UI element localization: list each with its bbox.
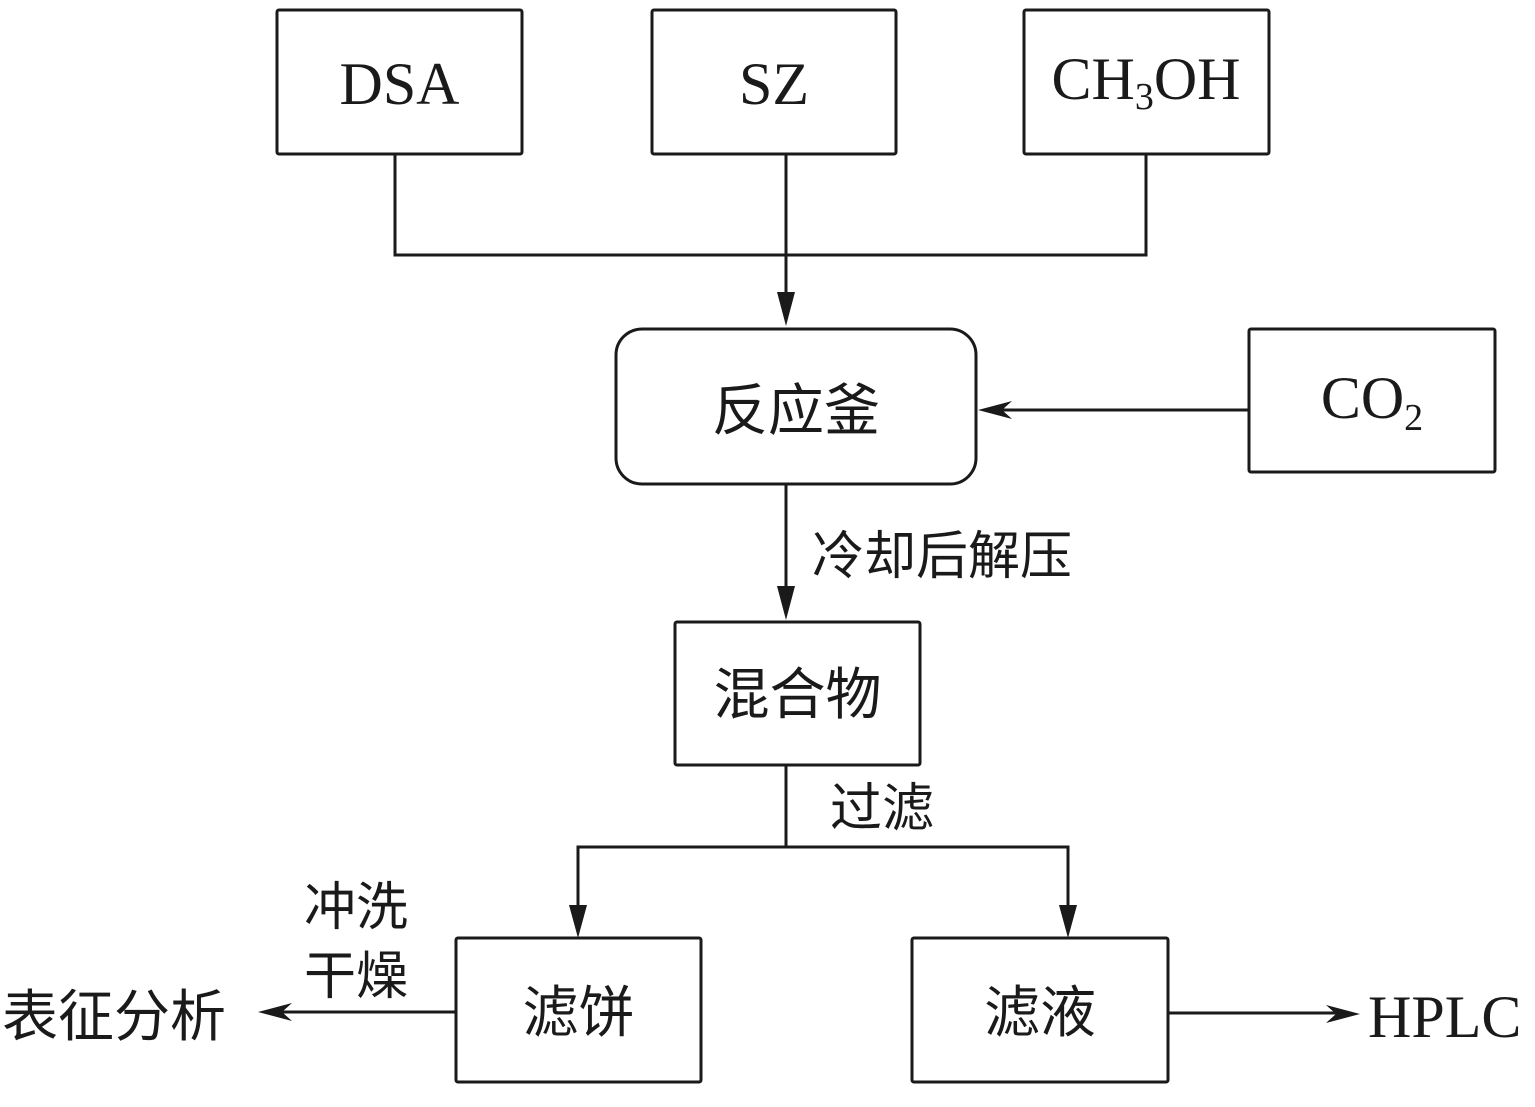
edge-filtrate-to-hplc: [1168, 1005, 1360, 1023]
node-characterization-label: 表征分析: [2, 985, 226, 1050]
edge-cake-to-characterization: 冲洗 干燥: [258, 878, 456, 1021]
edge-co2-to-reactor: [978, 401, 1249, 419]
node-sz: SZ: [650, 8, 898, 156]
edge-label-wash: 冲洗: [304, 878, 408, 938]
node-dsa: DSA: [275, 8, 524, 156]
node-filter-cake-label: 滤饼: [523, 981, 635, 1046]
node-co2-label: CO2: [1321, 365, 1423, 439]
node-methanol: CH3OH: [1022, 8, 1271, 156]
arrowhead-left-icon: [978, 401, 1012, 419]
node-sz-label: SZ: [739, 51, 809, 117]
arrowhead-down-icon: [569, 905, 587, 938]
edge-filtration-split: 过滤: [569, 765, 1077, 938]
node-mixture: 混合物: [673, 620, 922, 767]
edge-label-dry: 干燥: [304, 947, 408, 1007]
node-reactor-label: 反应釜: [712, 379, 880, 444]
node-filtrate-label: 滤液: [984, 981, 1096, 1046]
node-mixture-label: 混合物: [714, 663, 882, 728]
arrowhead-down-icon: [1059, 905, 1077, 938]
node-filter-cake: 滤饼: [454, 936, 703, 1084]
arrowhead-down-icon: [777, 586, 795, 620]
node-filtrate: 滤液: [910, 936, 1170, 1084]
arrowhead-right-icon: [1326, 1005, 1360, 1023]
merge-connector: [393, 154, 1148, 326]
edge-label-filtration: 过滤: [830, 779, 934, 839]
arrowhead-down-icon: [777, 292, 795, 326]
edge-reactor-to-mixture: 冷却后解压: [777, 484, 1072, 620]
node-reactor: 反应釜: [614, 327, 978, 486]
arrowhead-left-icon: [258, 1003, 292, 1021]
node-co2: CO2: [1247, 327, 1497, 474]
node-dsa-label: DSA: [339, 51, 459, 117]
node-methanol-label: CH3OH: [1051, 46, 1240, 118]
node-hplc-label: HPLC: [1368, 984, 1521, 1050]
edge-label-cool-depressurize: 冷却后解压: [812, 527, 1072, 587]
